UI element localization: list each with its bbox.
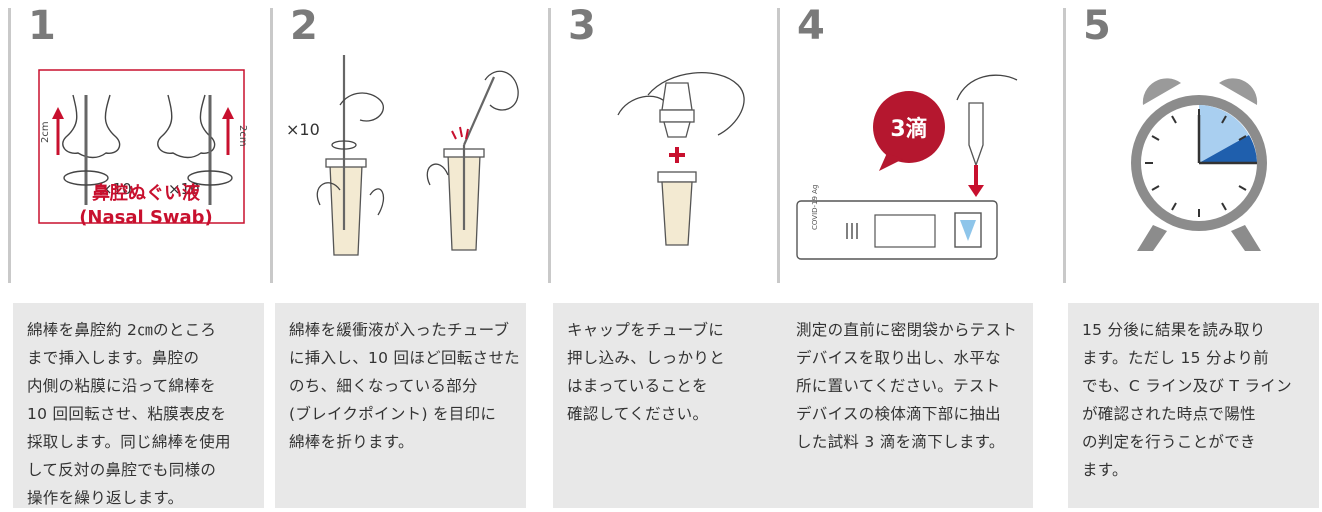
result-window (874, 214, 936, 248)
step-4: 4 3滴 COVID-19 Ag 測定の直前に密閉袋からテスト デバイスを取り出… (777, 0, 1033, 508)
break-mark-icon (451, 126, 469, 140)
hand-icon (647, 72, 745, 136)
tube-insert-illustration: ×10 (286, 55, 519, 256)
step-number: 3 (568, 3, 596, 49)
step-number: 1 (28, 3, 56, 49)
step-description: 15 分後に結果を読み取り ます。ただし 15 分より前 でも、C ライン及び … (1068, 303, 1319, 508)
bell-right-icon (1219, 78, 1258, 105)
device-label: COVID-19 Ag (811, 185, 819, 230)
step-description: 綿棒を緩衝液が入ったチューブ に挿入し、10 回ほど回転させた のち、細くなって… (275, 303, 526, 508)
cap-press-illustration (617, 72, 745, 246)
nose-right-icon (157, 94, 216, 159)
hand-icon (316, 182, 385, 216)
step-description: 綿棒を鼻腔約 2㎝のところ まで挿入します。鼻腔の 内側の粘膜に沿って綿棒を 1… (13, 303, 264, 508)
arrow-up-icon (222, 107, 234, 119)
cap-icon (661, 82, 693, 111)
dropper-icon (968, 102, 984, 167)
elapsed-sector-light (1199, 105, 1249, 163)
hand-icon (484, 70, 519, 111)
nose-left-icon (62, 94, 121, 159)
step-description: 測定の直前に密閉袋からテスト デバイスを取り出し、水平な 所に置いてください。テ… (782, 303, 1033, 508)
hand-icon (339, 92, 384, 122)
alarm-clock-illustration (1131, 78, 1267, 251)
swab-frame (38, 69, 245, 224)
times-label: ×10 (168, 180, 200, 198)
drop-count-badge (873, 91, 945, 163)
hand-icon (956, 74, 1018, 101)
swab-label-en: (Nasal Swab) (79, 207, 213, 228)
hand-icon (426, 163, 449, 186)
clock-leg-icon (1231, 225, 1261, 251)
step-1: 1 2cm 2cm ×10 ×10 鼻腔ぬぐい液 (Nasal Swab) (8, 0, 264, 508)
tube-icon (657, 171, 697, 183)
bell-left-icon (1142, 78, 1181, 105)
step-divider (270, 8, 273, 283)
step-3: 3 キャップをチューブに 押し込み、しっかりと はまっていることを 確認してくだ… (548, 0, 804, 508)
step-divider (777, 8, 780, 283)
step-description: キャップをチューブに 押し込み、しっかりと はまっていることを 確認してください… (553, 303, 804, 508)
length-label: 2cm (237, 125, 248, 147)
rotation-icon (63, 170, 109, 186)
length-label: 2cm (40, 121, 51, 143)
step-divider (548, 8, 551, 283)
rotation-icon (331, 140, 357, 150)
elapsed-sector-dark (1199, 135, 1257, 163)
test-device-illustration: 3滴 COVID-19 Ag (796, 74, 1018, 260)
broken-swab-icon (462, 76, 496, 146)
swab-label-jp: 鼻腔ぬぐい液 (92, 183, 200, 204)
step-number: 2 (290, 3, 318, 49)
step-5: 5 (1063, 0, 1319, 508)
rotation-icon (187, 170, 233, 186)
step-number: 5 (1083, 3, 1111, 49)
tube-icon (329, 164, 363, 256)
nasal-swab-illustration: 2cm 2cm ×10 ×10 (38, 69, 248, 224)
step-divider (1063, 8, 1066, 283)
arrow-up-icon (52, 107, 64, 119)
step-divider (8, 8, 11, 283)
times-label: ×10 (100, 180, 132, 198)
step-2: 2 ×10 綿棒を緩衝液が入ったチューブ に挿入し、10 回ほど回転させた のち… (270, 0, 526, 508)
times-label: ×10 (286, 120, 320, 139)
step-number: 4 (797, 3, 825, 49)
clock-leg-icon (1137, 225, 1167, 251)
drop-count-label: 3滴 (890, 116, 927, 142)
